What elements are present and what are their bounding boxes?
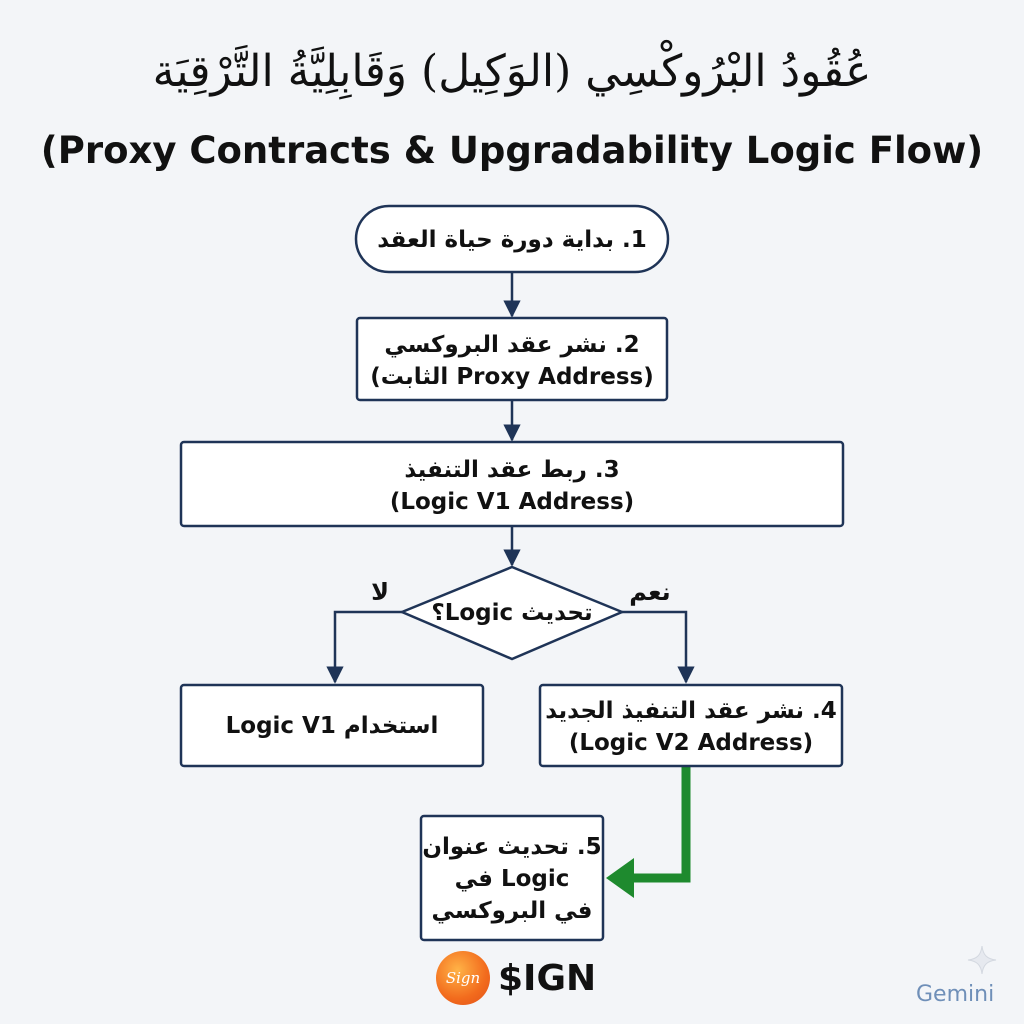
node-step2-line1: 2. نشر عقد البروكسي <box>384 332 639 358</box>
page-title-arabic: عُقُودُ البْرُوكْسِي (الوَكِيل) وَقَابِل… <box>152 46 872 97</box>
node-use-logic-v1: استخدام Logic V1 <box>179 683 485 768</box>
edge-decision-no <box>326 610 402 684</box>
node-step3-line1: 3. ربط عقد التنفيذ <box>404 457 619 483</box>
sparkle-icon <box>967 945 997 975</box>
node-step4-line2: (Logic V2 Address) <box>569 730 813 756</box>
edge-decision-yes <box>622 610 695 684</box>
page-title-english: (Proxy Contracts & Upgradability Logic F… <box>40 129 984 172</box>
node-decision-update-logic: تحديث Logic؟ <box>398 565 626 661</box>
gemini-watermark: Gemini <box>916 982 995 1007</box>
node-step1-label: 1. بداية دورة حياة العقد <box>377 227 647 253</box>
edge-label-no: لا <box>371 578 389 606</box>
sign-logo: Sign $IGN <box>436 950 596 1006</box>
sign-logo-text: $IGN <box>498 957 597 999</box>
node-decision-label: تحديث Logic؟ <box>431 600 592 626</box>
edge-step4-step5 <box>630 767 691 883</box>
node-use-v1-label: استخدام Logic V1 <box>226 713 439 739</box>
node-step1-start: 1. بداية دورة حياة العقد <box>354 204 670 274</box>
edge-step4-step5-arrowhead <box>606 858 634 898</box>
node-step2-deploy-proxy: 2. نشر عقد البروكسي (Proxy Address الثاب… <box>355 316 669 402</box>
node-step4-deploy-new-logic: 4. نشر عقد التنفيذ الجديد (Logic V2 Addr… <box>538 683 844 768</box>
edge-label-yes: نعم <box>629 578 670 606</box>
node-step5-line2: Logic في <box>455 866 570 892</box>
node-step5-update-address: 5. تحديث عنوان Logic في في البروكسي <box>419 814 605 942</box>
node-step3-line2: (Logic V1 Address) <box>390 489 634 515</box>
node-step3-link-logic: 3. ربط عقد التنفيذ (Logic V1 Address) <box>179 440 845 528</box>
node-step2-line2: (Proxy Address الثابت) <box>370 364 653 390</box>
node-step5-line3: في البروكسي <box>432 898 593 924</box>
node-step4-line1: 4. نشر عقد التنفيذ الجديد <box>545 698 837 724</box>
node-step5-line1: 5. تحديث عنوان <box>422 834 601 860</box>
sign-logo-badge: Sign <box>436 951 490 1005</box>
